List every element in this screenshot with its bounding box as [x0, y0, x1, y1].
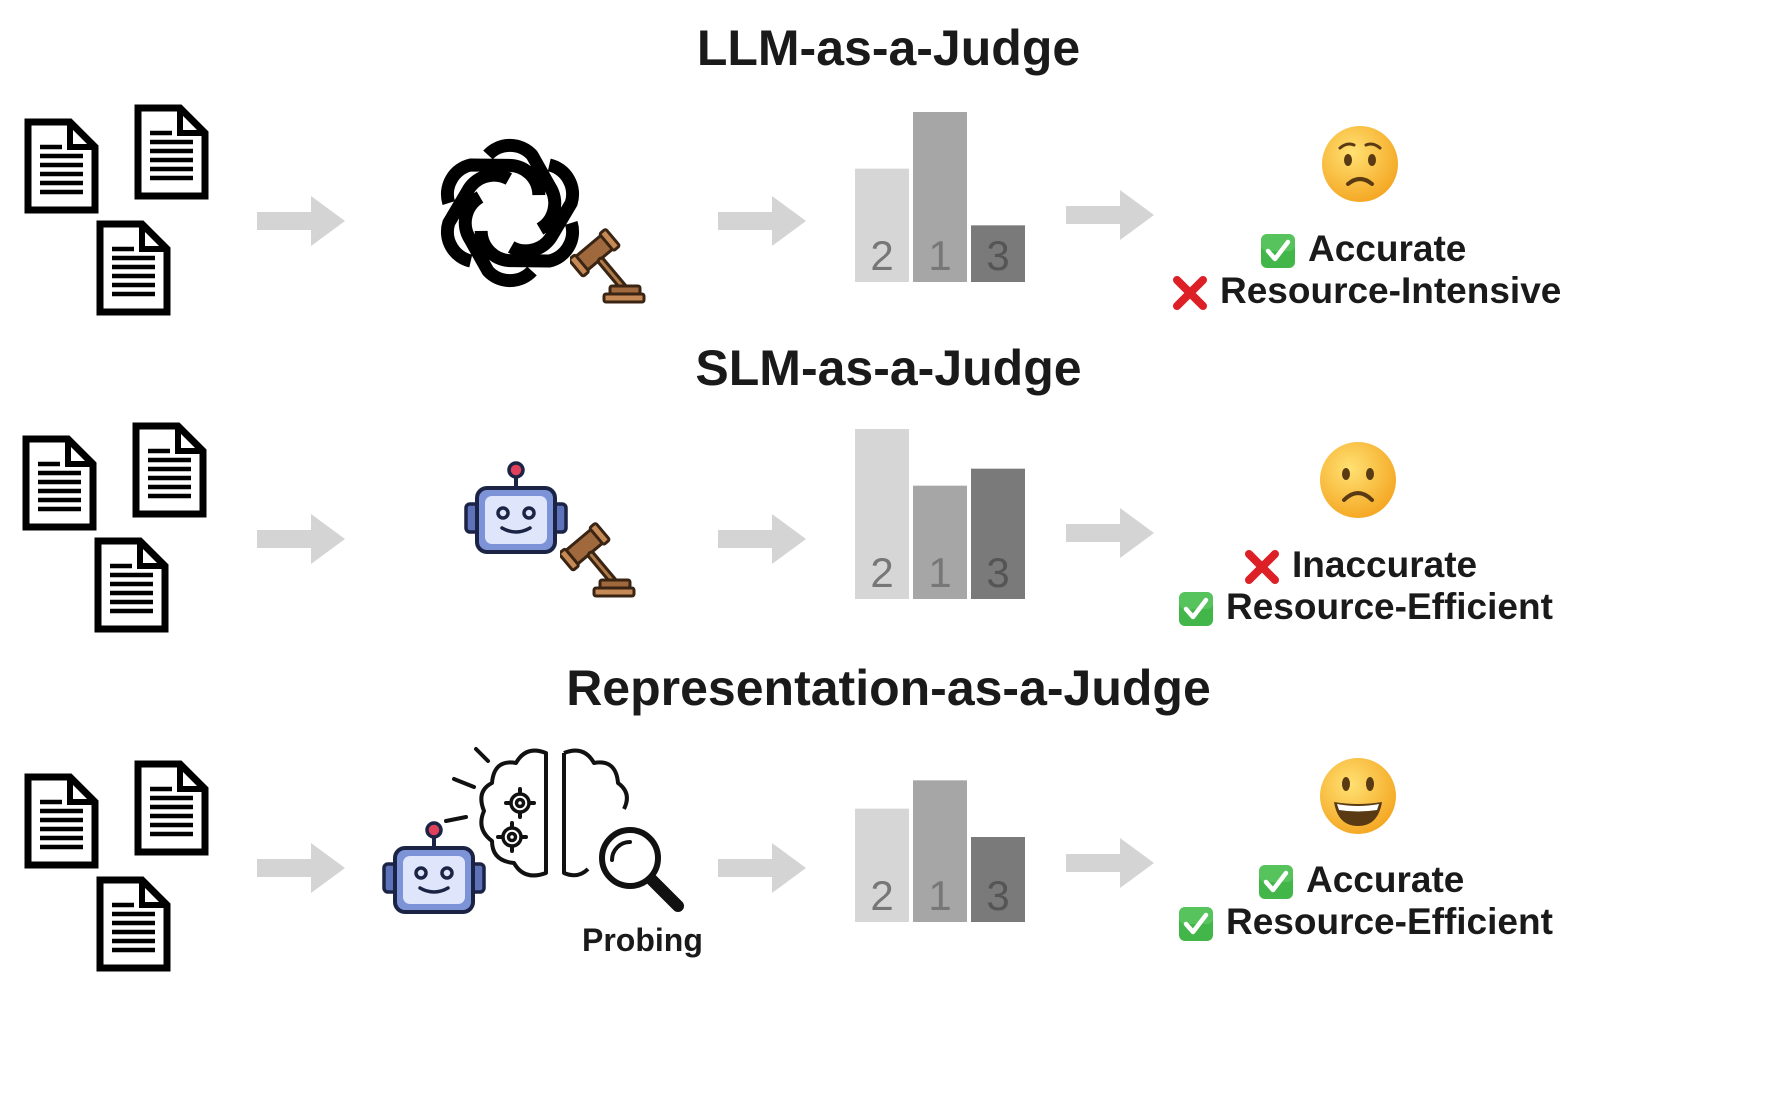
- ranking-bar: [855, 808, 909, 922]
- brain-icon: [479, 748, 629, 878]
- verdict-text: Accurate: [1306, 859, 1465, 900]
- ranking-bar-label: 1: [928, 232, 951, 279]
- probing-label: Probing: [582, 922, 703, 958]
- cross-mark-icon: [1172, 275, 1208, 311]
- row-3-title: Representation-as-a-Judge: [566, 660, 1211, 716]
- robot-icon: [462, 460, 570, 556]
- smiling-face-icon: [1320, 758, 1396, 834]
- arrow-right-icon: [718, 843, 806, 893]
- document-icon: [24, 773, 99, 869]
- document-icon: [134, 760, 209, 856]
- row-2-title: SLM-as-a-Judge: [695, 340, 1082, 396]
- document-icon: [96, 220, 171, 316]
- gavel-icon: [560, 522, 636, 598]
- verdict-text: Resource-Intensive: [1220, 270, 1562, 311]
- robot-icon: [380, 820, 488, 916]
- verdict-line: Resource-Efficient: [1178, 584, 1553, 630]
- document-icon: [132, 422, 207, 518]
- row-1-title: LLM-as-a-Judge: [696, 20, 1081, 76]
- arrow-right-icon: [257, 514, 345, 564]
- arrow-right-icon: [257, 843, 345, 893]
- ranking-bar-label: 2: [870, 872, 893, 919]
- ranking-bar: [913, 780, 967, 922]
- verdict-line: Accurate: [1260, 226, 1466, 272]
- check-mark-icon: [1178, 906, 1214, 942]
- check-mark-icon: [1178, 591, 1214, 627]
- ranking-bar-label: 1: [928, 549, 951, 596]
- document-icon: [96, 876, 171, 972]
- ranking-bar: [971, 225, 1025, 282]
- ranking-bar-label: 2: [870, 549, 893, 596]
- verdict-text: Resource-Efficient: [1226, 586, 1553, 627]
- frowning-face-icon: [1320, 442, 1396, 518]
- ranking-bar: [971, 468, 1025, 599]
- ranking-bar: [971, 837, 1025, 922]
- ranking-bar: [913, 112, 967, 282]
- arrow-right-icon: [718, 196, 806, 246]
- ranking-bar-label: 3: [986, 549, 1009, 596]
- ranking-bar-label: 3: [986, 872, 1009, 919]
- verdict-text: Inaccurate: [1292, 544, 1478, 585]
- ranking-bar-label: 2: [870, 232, 893, 279]
- magnifier-icon: [599, 827, 684, 912]
- arrow-right-icon: [1066, 508, 1154, 558]
- ranking-bar: [855, 429, 909, 599]
- cross-mark-icon: [1244, 549, 1280, 585]
- document-icon: [94, 537, 169, 633]
- ranking-bar-label: 1: [928, 872, 951, 919]
- document-icon: [134, 104, 209, 200]
- verdict-line: Inaccurate: [1244, 542, 1477, 588]
- verdict-line: Resource-Efficient: [1178, 899, 1553, 945]
- gavel-icon: [570, 228, 646, 304]
- signal-lines-icon: [444, 747, 490, 823]
- ranking-bar: [855, 168, 909, 282]
- arrow-right-icon: [1066, 190, 1154, 240]
- check-mark-icon: [1260, 233, 1296, 269]
- document-icon: [24, 118, 99, 214]
- arrow-right-icon: [1066, 838, 1154, 888]
- verdict-line: Resource-Intensive: [1172, 268, 1561, 314]
- check-mark-icon: [1258, 864, 1294, 900]
- arrow-right-icon: [257, 196, 345, 246]
- arrow-right-icon: [718, 514, 806, 564]
- ranking-bar-label: 3: [986, 232, 1009, 279]
- openai-logo-icon: [440, 138, 580, 288]
- verdict-text: Accurate: [1308, 228, 1467, 269]
- verdict-text: Resource-Efficient: [1226, 901, 1553, 942]
- document-icon: [22, 435, 97, 531]
- verdict-line: Accurate: [1258, 857, 1464, 903]
- ranking-bar: [913, 485, 967, 599]
- worried-face-icon: [1322, 126, 1398, 202]
